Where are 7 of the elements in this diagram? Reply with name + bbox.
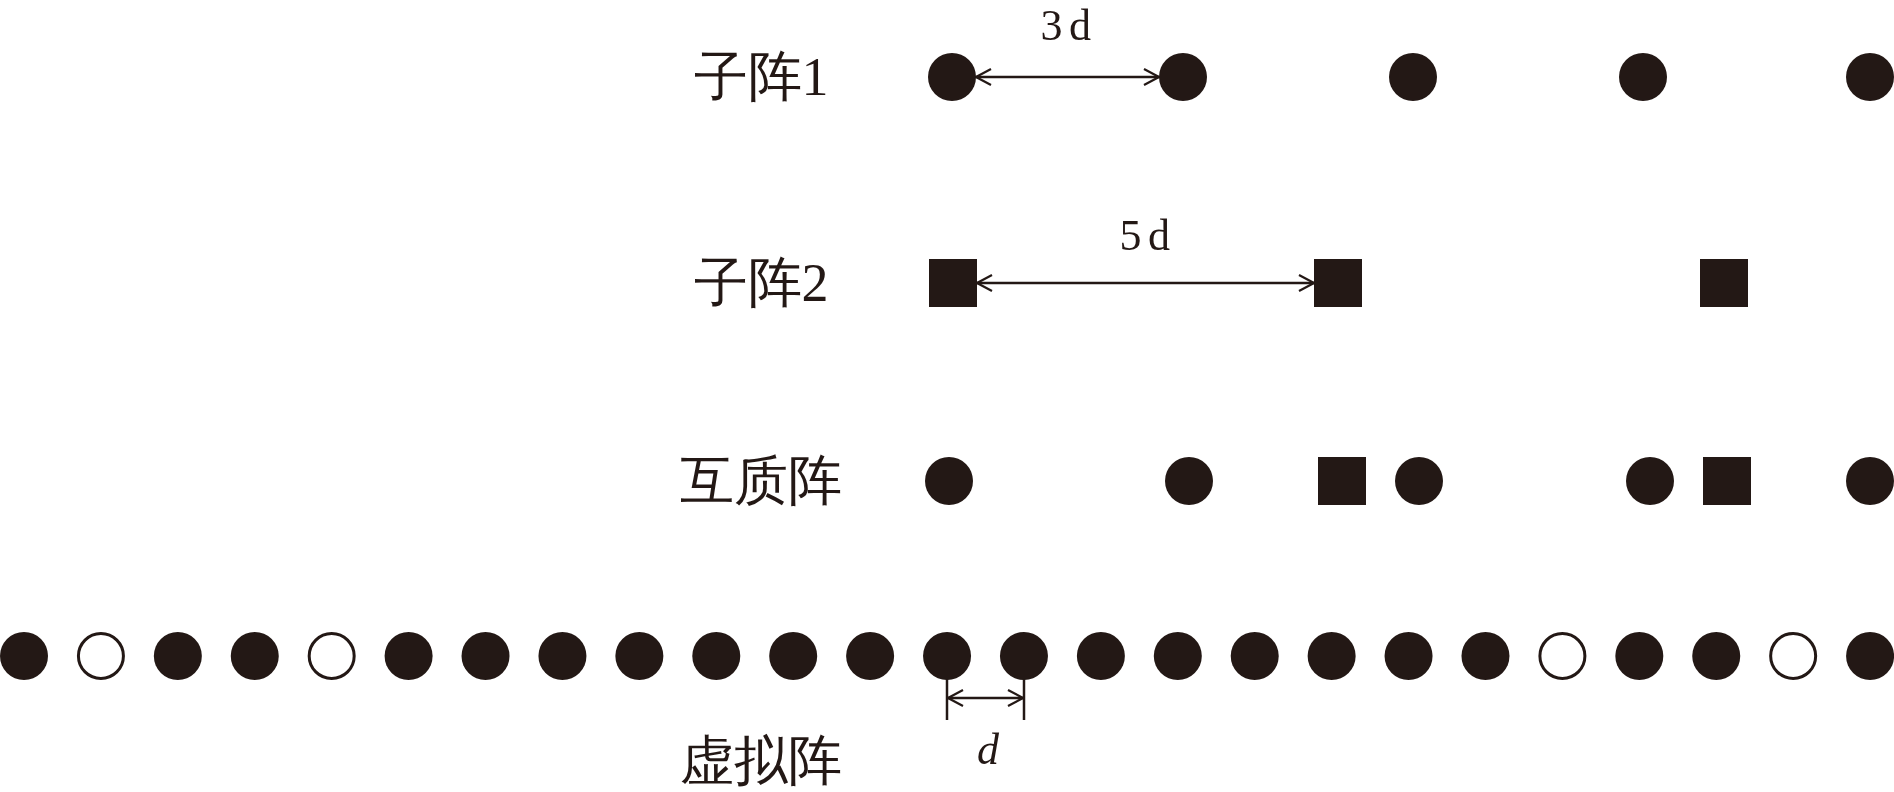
array-label: 虚拟阵 — [680, 734, 842, 788]
spacing-label: d — [977, 728, 999, 772]
spacing-label: 5d — [1119, 214, 1177, 258]
array-label: 子阵2 — [693, 256, 829, 310]
array-label: 互质阵 — [680, 454, 842, 508]
array-label: 子阵1 — [693, 50, 829, 104]
spacing-label: 3d — [1040, 4, 1098, 48]
